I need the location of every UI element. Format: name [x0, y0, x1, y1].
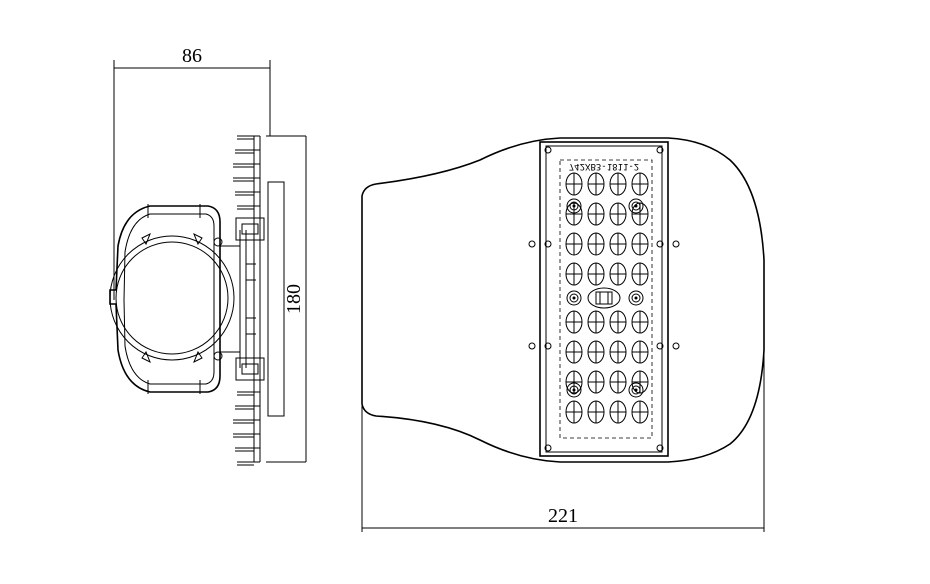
lens	[587, 340, 605, 364]
dimension-label-221: 221	[548, 505, 578, 527]
lens	[631, 262, 649, 286]
lens	[609, 232, 627, 256]
dimension-label-86: 86	[182, 45, 202, 67]
lens	[565, 400, 583, 424]
lens-screw	[628, 290, 644, 306]
lens	[631, 310, 649, 334]
lens	[587, 202, 605, 226]
housing-outline	[109, 205, 221, 393]
lens	[587, 310, 605, 334]
dimension-width-side: 86	[113, 45, 271, 300]
housing-top-outline	[361, 137, 765, 463]
lens	[587, 400, 605, 424]
lens-screw	[628, 198, 644, 214]
lens-screw	[566, 382, 582, 398]
mount-bracket	[267, 181, 285, 417]
lens	[609, 310, 627, 334]
lens	[609, 370, 627, 394]
lens	[609, 340, 627, 364]
mounting-holes	[528, 146, 680, 452]
module-label: 742XB3-1811-2	[569, 161, 639, 171]
lens	[631, 172, 649, 196]
lens	[565, 172, 583, 196]
top-view: 221 742XB3-1811-2	[361, 137, 765, 532]
side-view: 86 180	[109, 45, 307, 466]
lens	[587, 232, 605, 256]
lens	[587, 172, 605, 196]
center-connector	[587, 287, 621, 309]
lens	[609, 400, 627, 424]
heatsink-fins	[233, 135, 260, 466]
lens	[631, 400, 649, 424]
lens	[565, 262, 583, 286]
dimension-label-180: 180	[283, 284, 305, 314]
lens	[565, 310, 583, 334]
lens-screw	[628, 382, 644, 398]
lens-screws	[566, 198, 644, 398]
lens	[587, 262, 605, 286]
lens-screw	[566, 290, 582, 306]
lens	[609, 172, 627, 196]
mount-tube-inner	[115, 241, 229, 355]
lens-screw	[566, 198, 582, 214]
lens	[565, 340, 583, 364]
mount-tube-outer	[109, 235, 235, 361]
lens	[631, 232, 649, 256]
dimension-height-side: 180	[266, 135, 307, 463]
lens	[609, 262, 627, 286]
lens	[565, 232, 583, 256]
lens	[587, 370, 605, 394]
lens	[609, 202, 627, 226]
lens	[631, 340, 649, 364]
dimension-width-top: 221	[361, 350, 765, 532]
led-module-plate	[539, 141, 669, 457]
